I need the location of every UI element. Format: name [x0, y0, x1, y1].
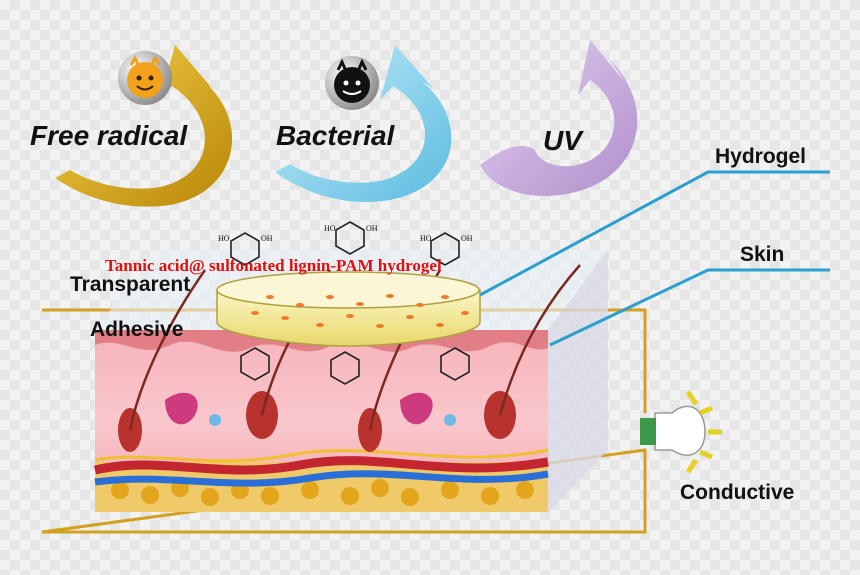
hydrogel-callout: Hydrogel	[715, 145, 807, 168]
molecule-hydroxyl-labels: HO OH HO OH HO OH	[218, 224, 473, 243]
free-radical-label: Free radical	[30, 120, 188, 151]
free-radical-arrow	[55, 45, 233, 207]
material-title: Tannic acid@ sulfonated lignin-PAM hydro…	[105, 256, 442, 275]
leader-lines	[479, 170, 830, 347]
adhesive-label: Adhesive	[90, 318, 184, 341]
svg-text:OH: OH	[261, 234, 273, 243]
svg-text:OH: OH	[461, 234, 473, 243]
uv-arrow	[480, 40, 638, 196]
svg-text:OH: OH	[366, 224, 378, 233]
transparent-label: Transparent	[70, 273, 191, 296]
bacterial-emoji-icon	[325, 56, 379, 110]
lightbulb-icon	[640, 390, 722, 474]
conductive-callout: Conductive	[680, 481, 795, 504]
bacterial-label: Bacterial	[276, 120, 395, 151]
svg-text:HO: HO	[324, 224, 336, 233]
uv-label: UV	[543, 125, 582, 156]
bacterial-arrow	[275, 45, 452, 202]
tannic-acid-molecules	[230, 221, 470, 385]
svg-text:HO: HO	[218, 234, 230, 243]
hydrogel-disc	[216, 271, 481, 347]
skin-callout: Skin	[740, 243, 785, 266]
svg-text:HO: HO	[420, 234, 432, 243]
free-radical-emoji-icon	[118, 51, 172, 105]
